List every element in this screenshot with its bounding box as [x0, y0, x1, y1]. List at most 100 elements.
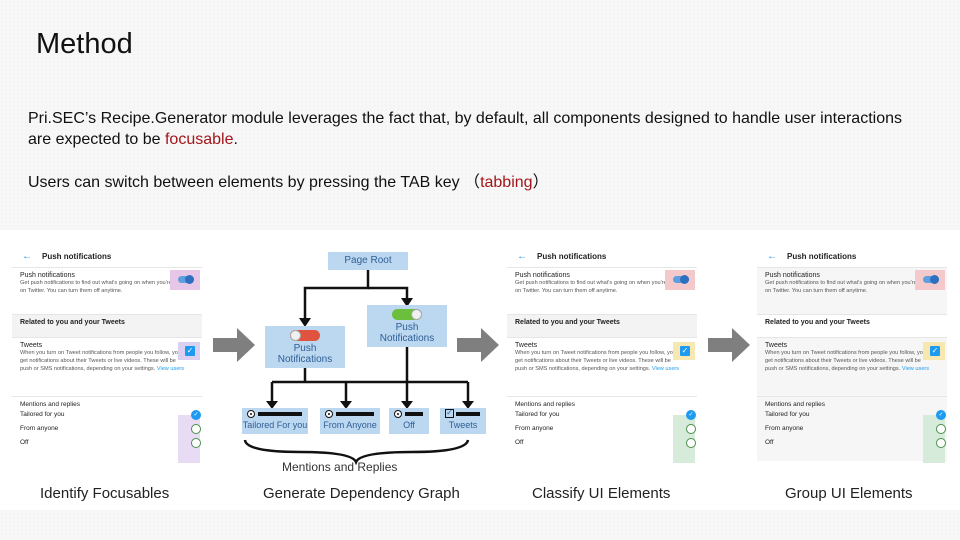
focusable-highlight: focusable	[164, 131, 234, 148]
option-tailored[interactable]: Tailored for you ✓	[515, 408, 696, 422]
radio-checked-icon[interactable]: ✓	[936, 410, 946, 420]
option-anyone[interactable]: From anyone	[765, 422, 946, 436]
tweets-section: Tweets When you turn on Tweet notificati…	[757, 338, 947, 397]
radio-icon[interactable]	[191, 424, 201, 434]
back-arrow-icon[interactable]: ←	[22, 250, 32, 262]
mentions-header: Mentions and replies	[515, 401, 575, 408]
push-header: Push notifications	[765, 272, 820, 279]
panel-group-ui: ← Push notifications Push notifications …	[757, 245, 947, 475]
tweets-header: Tweets	[20, 342, 43, 349]
tweets-checkbox[interactable]: ✓	[680, 346, 690, 356]
push-desc-1: Get push notifications to find out what'…	[20, 280, 182, 286]
radio-icon[interactable]	[936, 438, 946, 448]
caption-group: Group UI Elements	[785, 485, 913, 502]
leaf-label: Tailored For you	[242, 420, 308, 430]
radio-icon[interactable]	[686, 424, 696, 434]
option-anyone-label: From anyone	[515, 425, 554, 432]
tweets-desc-1: When you turn on Tweet notifications fro…	[515, 350, 680, 356]
radio-icon[interactable]	[936, 424, 946, 434]
push-notifications-node-on: Push Notifications	[367, 305, 447, 347]
tweets-desc-2: get notifications about their Tweets or …	[20, 358, 176, 364]
push-section: Push notifications Get push notification…	[12, 268, 202, 315]
option-tailored-label: Tailored for you	[765, 411, 810, 418]
node-label: Push	[395, 322, 419, 333]
view-users-link[interactable]: View users	[651, 366, 680, 372]
option-tailored[interactable]: Tailored for you ✓	[765, 408, 946, 422]
mentions-header: Mentions and replies	[765, 401, 825, 408]
leaf-label: Tweets	[448, 420, 478, 430]
tweets-desc-3: push or SMS notifications, depending on …	[765, 365, 939, 373]
radio-icon[interactable]	[191, 438, 201, 448]
option-anyone-label: From anyone	[20, 425, 59, 432]
intro-text: Pri.SEC’s Recipe.Generator module levera…	[28, 110, 902, 148]
push-desc-1: Get push notifications to find out what'…	[515, 280, 677, 286]
intro-paragraph: Pri.SEC’s Recipe.Generator module levera…	[28, 108, 928, 150]
back-arrow-icon[interactable]: ←	[517, 250, 527, 262]
node-label: Push	[293, 343, 317, 354]
option-off[interactable]: Off	[20, 436, 201, 450]
mentions-header: Mentions and replies	[20, 401, 80, 408]
tweets-desc-3-text: push or SMS notifications, depending on …	[515, 366, 651, 372]
edge-root-push-a	[303, 270, 370, 320]
panel-title: Push notifications	[537, 251, 607, 261]
caption-classify: Classify UI Elements	[532, 485, 671, 502]
back-arrow-icon[interactable]: ←	[767, 250, 777, 262]
arrowhead-push-b	[401, 298, 413, 307]
leaf-tailored-node: Tailored For you	[242, 408, 308, 434]
tab-paragraph: Users can switch between elements by pre…	[28, 172, 928, 193]
tweets-header: Tweets	[515, 342, 538, 349]
push-header: Push notifications	[20, 272, 75, 279]
related-header: Related to you and your Tweets	[765, 319, 870, 326]
radio-icon	[394, 410, 402, 418]
option-off[interactable]: Off	[765, 436, 946, 450]
push-toggle[interactable]	[673, 275, 689, 284]
leaf-anyone-node: From Anyone	[320, 408, 380, 434]
related-header: Related to you and your Tweets	[20, 319, 125, 326]
node-label: Notifications	[379, 333, 435, 344]
tweets-desc-2: get notifications about their Tweets or …	[515, 358, 671, 364]
panel-header: ← Push notifications	[507, 245, 697, 268]
radio-checked-icon[interactable]: ✓	[686, 410, 696, 420]
tab-end: ）	[532, 174, 549, 191]
panel-title: Push notifications	[787, 251, 857, 261]
push-toggle[interactable]	[923, 275, 939, 284]
radio-icon	[247, 410, 255, 418]
radio-icon[interactable]	[686, 438, 696, 448]
option-anyone[interactable]: From anyone	[20, 422, 201, 436]
push-header: Push notifications	[515, 272, 570, 279]
view-users-link[interactable]: View users	[156, 366, 185, 372]
step-arrow-icon	[708, 328, 752, 362]
tweets-section: Tweets When you turn on Tweet notificati…	[12, 338, 202, 397]
tweets-checkbox[interactable]: ✓	[185, 346, 195, 356]
arrowhead-leaf-4	[462, 401, 474, 409]
step-arrow-icon	[457, 328, 501, 362]
push-toggle[interactable]	[178, 275, 194, 284]
tweets-desc-1: When you turn on Tweet notifications fro…	[20, 350, 185, 356]
leaf-off-node: Off	[389, 408, 429, 434]
option-off[interactable]: Off	[515, 436, 696, 450]
checkbox-icon: ✓	[445, 408, 454, 418]
tweets-checkbox[interactable]: ✓	[930, 346, 940, 356]
option-tailored[interactable]: Tailored for you ✓	[20, 408, 201, 422]
caption-graph: Generate Dependency Graph	[263, 485, 460, 502]
mentions-replies-label: Mentions and Replies	[282, 460, 398, 474]
arrowhead-leaf-2	[340, 401, 352, 409]
option-tailored-label: Tailored for you	[515, 411, 560, 418]
leaf-tweets-node: ✓ Tweets	[440, 408, 486, 434]
intro-end: .	[233, 131, 238, 148]
option-tailored-label: Tailored for you	[20, 411, 65, 418]
tweets-desc-3: push or SMS notifications, depending on …	[20, 365, 194, 373]
view-users-link[interactable]: View users	[901, 366, 930, 372]
tweets-desc-2: get notifications about their Tweets or …	[765, 358, 921, 364]
panel-header: ← Push notifications	[757, 245, 947, 268]
step-arrow-icon	[213, 328, 257, 362]
option-off-label: Off	[515, 439, 524, 446]
arrowhead-push-a	[299, 318, 311, 327]
related-section: Related to you and your Tweets	[507, 315, 697, 338]
option-anyone[interactable]: From anyone	[515, 422, 696, 436]
arrowhead-leaf-1	[266, 401, 278, 409]
mentions-section: Mentions and replies Tailored for you ✓ F…	[12, 397, 202, 463]
related-section: Related to you and your Tweets	[757, 315, 947, 338]
radio-checked-icon[interactable]: ✓	[191, 410, 201, 420]
